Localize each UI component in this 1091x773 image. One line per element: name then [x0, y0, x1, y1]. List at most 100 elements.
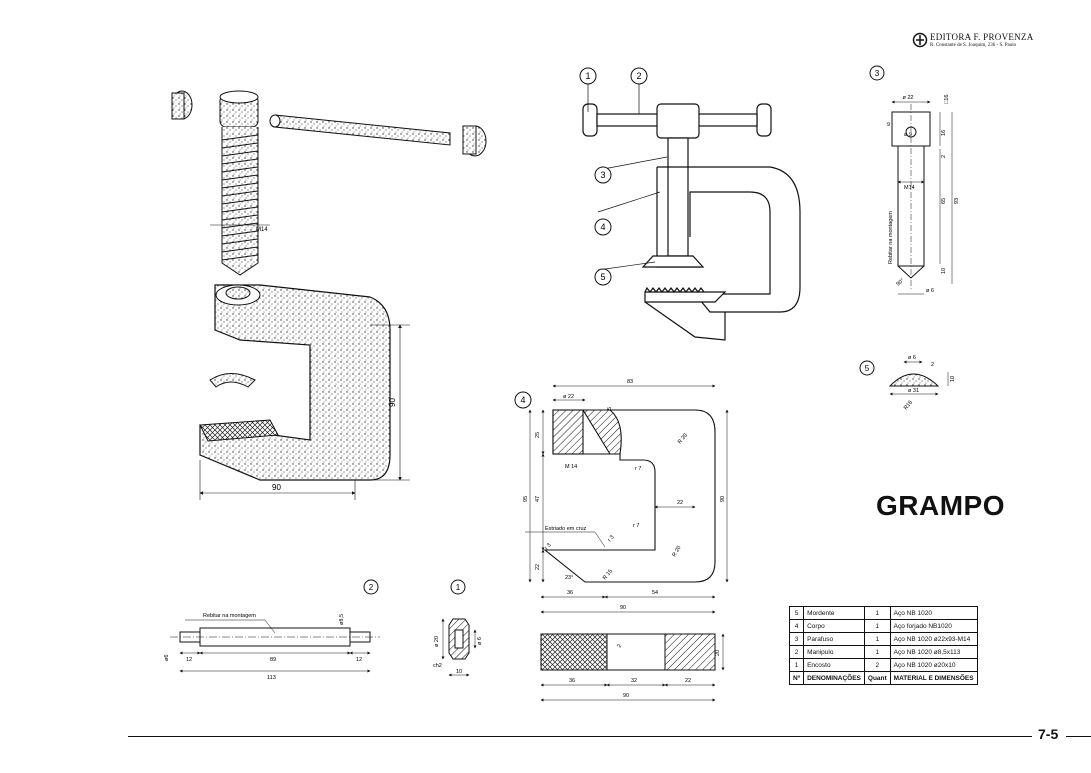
publisher-logo-icon [912, 32, 928, 48]
footer-rule-right [1066, 736, 1091, 737]
body-iso [199, 284, 391, 481]
part2-d6: ø6 [164, 655, 170, 661]
bom-material: Aço forjado NB1020 [889, 619, 978, 633]
bom-material: Aço NB 1020 [889, 606, 978, 620]
part2-marker: 2 [369, 583, 374, 592]
part4-h95: 95 [523, 496, 529, 502]
screw-iso: M14 [210, 90, 270, 276]
part1-d20: ø 20 [434, 636, 440, 647]
table-header-row: Nº DENOMINAÇÕES Quant MATERIAL E DIMENSÕ… [788, 671, 978, 685]
bom-header-name: DENOMINAÇÕES [803, 671, 865, 685]
bom-qty: 1 [863, 606, 891, 620]
part1-encosto-drawing: 1 ø 20 ø 6 ch2 10 [433, 579, 483, 677]
part4-r3b: r 3 [544, 543, 553, 552]
part3-screw-drawing: 3 ø 22 □16 9 ø 9 16 2 M14 65 93 10 ø 6 9… [869, 65, 960, 295]
part3-d22: ø 22 [902, 95, 913, 101]
part4-d5: 5 [607, 407, 613, 410]
part3-note: Rebitar na montagem [888, 211, 894, 264]
bom-name: Encosto [803, 658, 865, 672]
part3-d9: ø 9 [904, 132, 912, 138]
part4-h22: 22 [535, 564, 541, 570]
assembly-callout-5: 5 [600, 272, 605, 282]
part2-w113: 113 [267, 675, 276, 681]
encosto-left-iso [171, 90, 193, 120]
publisher-name: EDITORA F. PROVENZA [930, 32, 1034, 42]
publisher-block: EDITORA F. PROVENZA R. Constante de S. J… [910, 30, 1080, 54]
part1-ch2: ch2 [433, 663, 442, 669]
part3-h16: 16 [941, 130, 947, 136]
part4-s22: 22 [685, 678, 691, 684]
bom-qty: 1 [863, 632, 891, 646]
part4-w54: 54 [652, 590, 658, 596]
page-number: 7-5 [1038, 726, 1059, 742]
part5-r16: R16 [903, 400, 914, 412]
part4-w90: 90 [620, 605, 626, 611]
publisher-address: R. Constante de S. Joaquim, 236 - S. Pau… [930, 43, 1017, 48]
bom-name: Mordente [803, 606, 865, 620]
assembly-callout-1: 1 [585, 71, 590, 81]
part5-r2: 2 [931, 362, 934, 368]
part2-w89: 89 [270, 657, 276, 663]
table-row: 3 Parafuso 1 Aço NB 1020 ø22x93-M14 [788, 632, 978, 646]
part4-w83: 83 [627, 379, 633, 385]
part5-jaw-drawing: 5 ø 6 2 10 ø 31 R16 [859, 355, 956, 412]
part2-handle-drawing: 2 Rebitar na montagem ø8,5 ø6 12 89 12 1… [164, 579, 380, 681]
part3-h65: 65 [941, 198, 947, 204]
part1-d6: ø 6 [477, 637, 483, 645]
table-row: 4 Corpo 1 Aço forjado NB1020 [788, 619, 978, 633]
part3-h10: 10 [941, 268, 947, 274]
bom-name: Manipulo [803, 645, 865, 659]
bom-material: Aço NB 1020 ø20x10 [889, 658, 978, 672]
part3-h9: 9 [887, 122, 890, 128]
bom-material: Aço NB 1020 ø22x93-M14 [889, 632, 978, 646]
part3-h93: 93 [954, 198, 960, 204]
part4-body-drawing: 4 83 ø 22 5 25 M 14 R 20 r 7 95 47 22 90… [514, 379, 729, 702]
bom-header-material: MATERIAL E DIMENSÕES [889, 671, 978, 685]
part1-marker: 1 [456, 583, 461, 592]
isometric-exploded-view: M14 90 90 [171, 90, 487, 500]
part4-a23: 23° [565, 575, 573, 581]
part5-marker: 5 [865, 364, 870, 373]
part4-r3: r 3 [607, 535, 616, 544]
part4-note: Estriado em cruz [545, 526, 587, 532]
part3-marker: 3 [875, 69, 880, 78]
bom-num: 5 [788, 606, 805, 620]
part5-d6: ø 6 [908, 355, 916, 361]
footer-rule-left [128, 736, 1032, 737]
bom-num: 4 [788, 619, 805, 633]
part2-w12a: 12 [186, 657, 192, 663]
part4-h47: 47 [535, 496, 541, 502]
table-row: 5 Mordente 1 Aço NB 1020 [788, 606, 978, 620]
bom-name: Corpo [803, 619, 865, 633]
assembly-callout-4: 4 [600, 222, 605, 232]
part4-d22: ø 22 [563, 394, 574, 400]
part4-marker: 4 [520, 395, 525, 405]
part4-w36: 36 [567, 590, 573, 596]
part5-h10: 10 [950, 376, 956, 382]
bom-header-num: Nº [788, 671, 805, 685]
part3-h2: 2 [941, 155, 947, 158]
table-row: 2 Manipulo 1 Aço NB 1020 ø8,5x113 [788, 645, 978, 659]
iso-m14-label: M14 [256, 227, 268, 233]
part4-r7a: r 7 [635, 466, 641, 472]
bom-header-qty: Quant [863, 671, 891, 685]
part4-r20b: R 20 [672, 545, 683, 558]
jaw-iso [209, 373, 256, 388]
handle-iso [269, 114, 451, 146]
bom-num: 1 [788, 658, 805, 672]
iso-height-dim: 90 [388, 398, 397, 407]
bill-of-materials-table: 5 Mordente 1 Aço NB 1020 4 Corpo 1 Aço f… [788, 606, 978, 685]
part5-d31: ø 31 [908, 388, 919, 394]
part4-p2: 2 [617, 643, 624, 649]
part4-h25: 25 [535, 432, 541, 438]
bom-name: Parafuso [803, 632, 865, 646]
part3-d6: ø 6 [926, 288, 934, 294]
iso-width-dim: 90 [272, 483, 281, 492]
part2-d85: ø8,5 [339, 614, 345, 625]
table-row: 1 Encosto 2 Aço NB 1020 ø20x10 [788, 658, 978, 672]
part4-s20: 20 [715, 650, 721, 656]
part4-r7b: r 7 [633, 523, 639, 529]
bom-num: 2 [788, 645, 805, 659]
bom-qty: 2 [863, 658, 891, 672]
part3-m14: M14 [904, 185, 915, 191]
